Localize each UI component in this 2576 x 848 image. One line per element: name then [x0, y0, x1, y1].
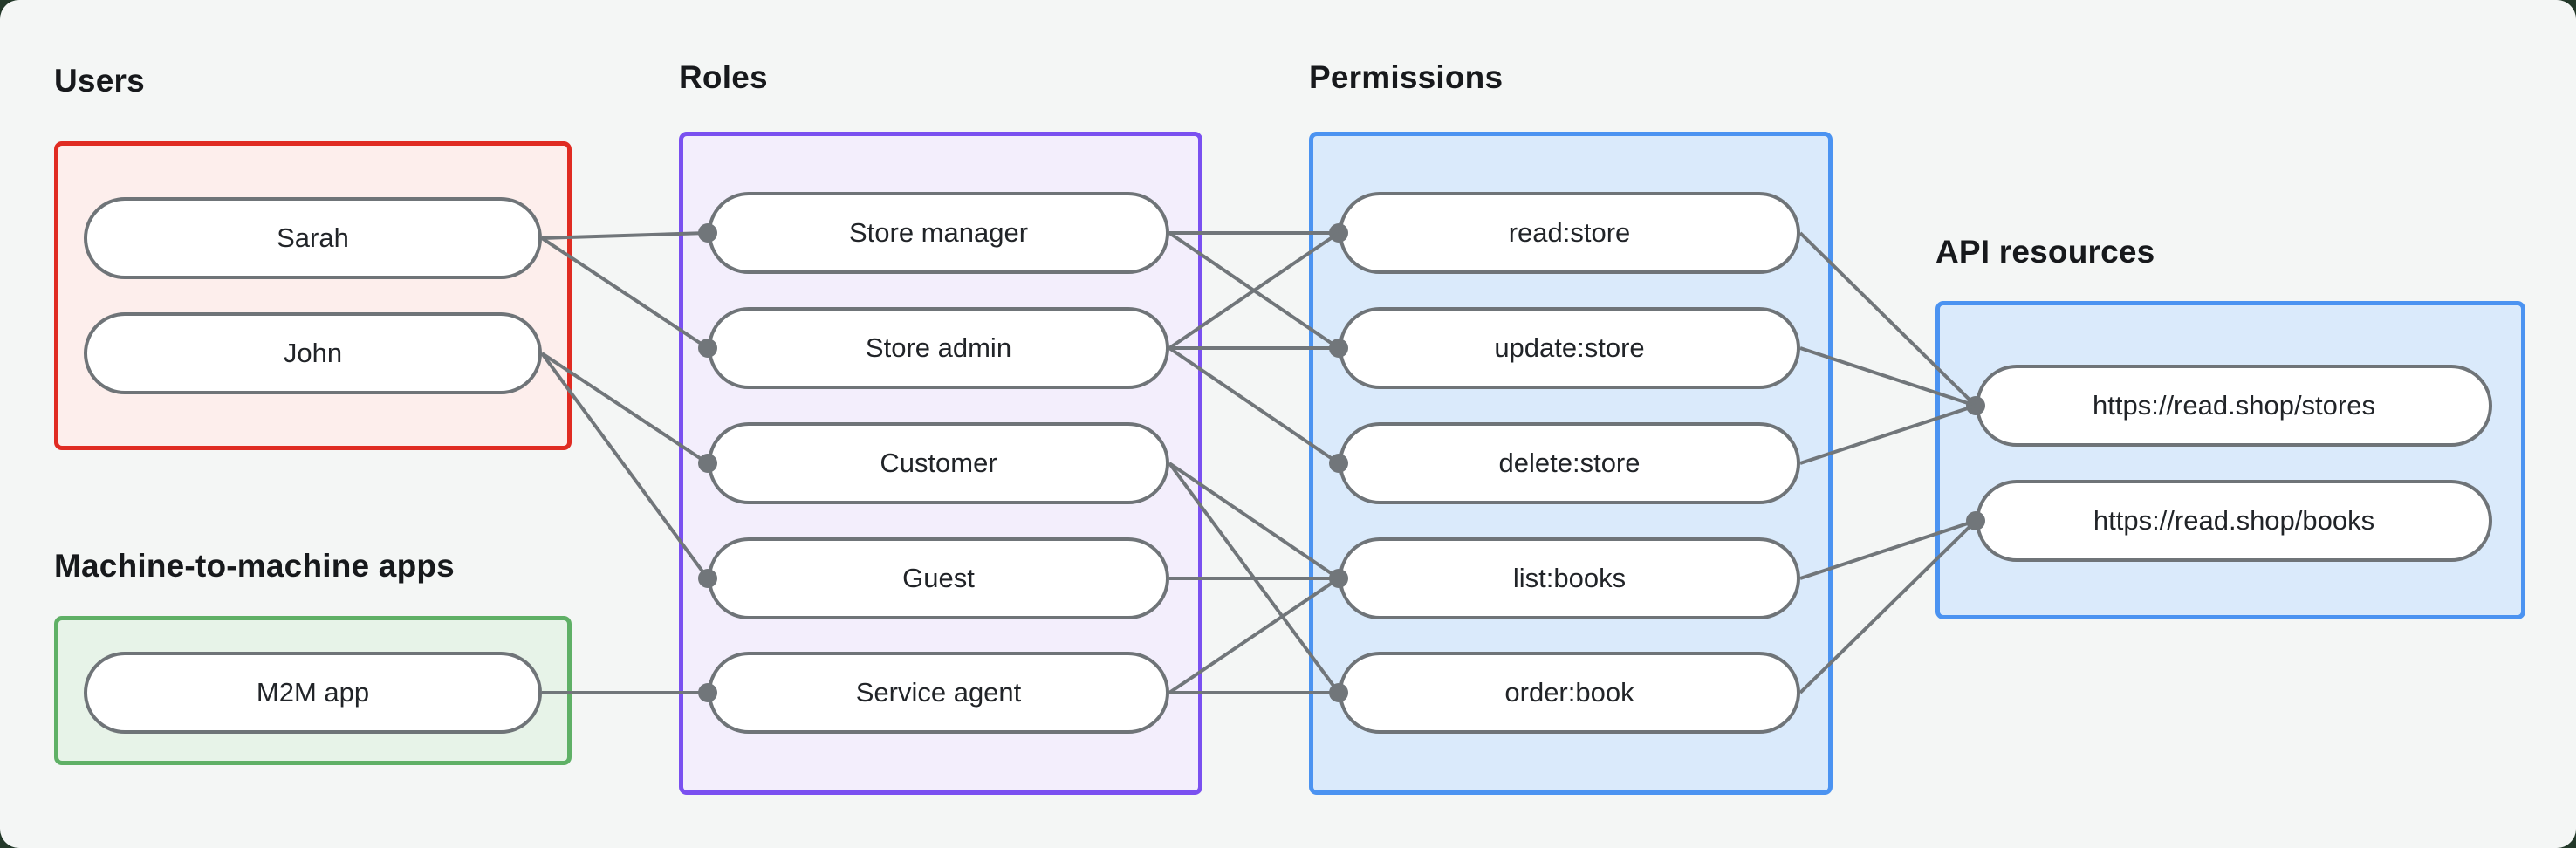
roles-group-title: Roles — [679, 59, 768, 95]
api-resources-group-box — [1935, 301, 2525, 619]
role-node-guest: Guest — [708, 537, 1169, 619]
users-group-title: Users — [54, 63, 145, 99]
permission-node-order-book: order:book — [1339, 652, 1800, 734]
role-node-store-admin: Store admin — [708, 307, 1169, 389]
role-node-customer: Customer — [708, 422, 1169, 504]
role-node-service-agent: Service agent — [708, 652, 1169, 734]
api-node-books: https://read.shop/books — [1976, 480, 2492, 562]
permission-node-read-store: read:store — [1339, 192, 1800, 274]
permission-node-list-books: list:books — [1339, 537, 1800, 619]
api-resources-group-title: API resources — [1935, 234, 2155, 270]
api-node-stores: https://read.shop/stores — [1976, 365, 2492, 447]
permission-node-delete-store: delete:store — [1339, 422, 1800, 504]
role-node-store-manager: Store manager — [708, 192, 1169, 274]
user-node-john: John — [84, 312, 542, 394]
user-node-sarah: Sarah — [84, 197, 542, 279]
m2m-group-title: Machine-to-machine apps — [54, 548, 455, 584]
permission-node-update-store: update:store — [1339, 307, 1800, 389]
users-group-box — [54, 141, 572, 450]
m2m-app-node: M2M app — [84, 652, 542, 734]
permissions-group-title: Permissions — [1309, 59, 1504, 95]
